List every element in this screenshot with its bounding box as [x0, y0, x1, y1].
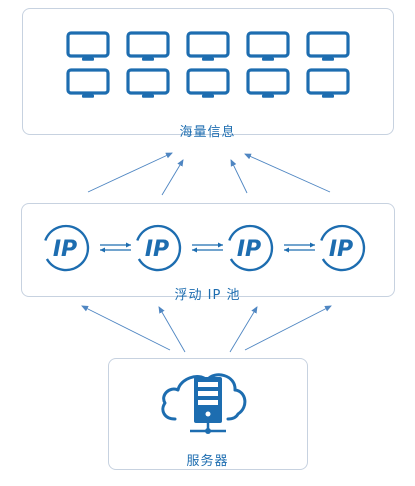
ip-node-icon: IP	[136, 224, 182, 272]
ip-link-arrows	[100, 242, 131, 253]
cloud-server-icon	[161, 373, 247, 434]
arrow-srv-1	[81, 305, 171, 351]
ip-to-info-arrows	[87, 152, 331, 196]
arrow-srv-4	[244, 305, 332, 351]
arrow-srv-3	[229, 306, 258, 353]
arrow-up-3	[230, 159, 248, 194]
ip-links	[100, 242, 315, 253]
ip-node-icon: IP	[228, 224, 274, 272]
monitor-icon	[66, 31, 110, 61]
monitor-icon	[186, 68, 230, 98]
ip-node-icon: IP	[320, 224, 366, 272]
ip-pool-label: 浮动 IP 池	[174, 288, 241, 303]
monitor-icon	[246, 68, 290, 98]
monitor-icon	[66, 68, 110, 98]
ip-node-text: IP	[237, 237, 261, 262]
monitor-icon	[306, 31, 350, 61]
arrow-up-4	[244, 153, 331, 193]
top-group-label: 海量信息	[179, 125, 236, 140]
monitor-icon	[126, 68, 170, 98]
arrow-srv-2	[158, 306, 186, 353]
monitor-icon	[246, 31, 290, 61]
ip-link-arrows	[284, 242, 315, 253]
ip-node-row: IP IP IP IP	[44, 224, 366, 272]
server-label: 服务器	[186, 454, 229, 469]
arrow-up-1	[87, 152, 173, 193]
ip-node-text: IP	[145, 237, 169, 262]
monitor-icon	[186, 31, 230, 61]
monitor-icon	[126, 31, 170, 61]
monitor-icon	[306, 68, 350, 98]
ip-link-arrows	[192, 242, 223, 253]
monitor-grid	[66, 31, 350, 98]
server-to-ip-arrows	[81, 305, 332, 353]
ip-node-text: IP	[329, 237, 353, 262]
ip-node-text: IP	[53, 237, 77, 262]
arrow-up-2	[161, 159, 184, 196]
ip-node-icon: IP	[44, 224, 90, 272]
